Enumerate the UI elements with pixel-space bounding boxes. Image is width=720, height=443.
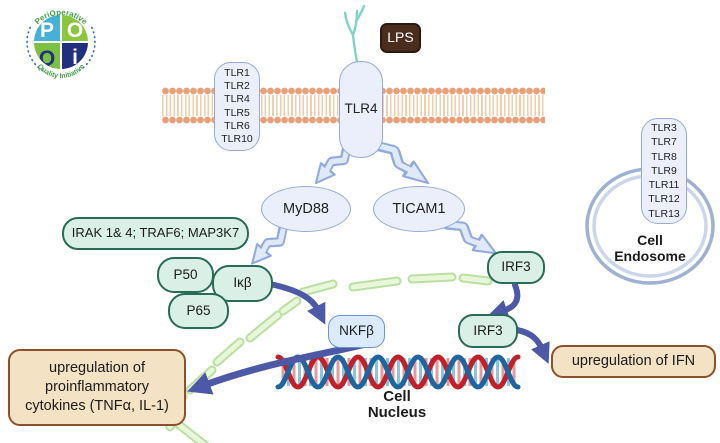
tlr4-antenna	[343, 4, 366, 64]
nkfb-factor: NKFβ	[328, 315, 385, 348]
endosome-title-line: Cell	[637, 232, 663, 248]
logo-letter-p: P	[40, 19, 54, 42]
tlr-list-item: TLR9	[651, 164, 677, 177]
endosome-tlr-list: TLR3 TLR7 TLR8 TLR9 TLR11 TLR12 TLR13	[641, 118, 687, 224]
endosome-title-line: Endosome	[614, 248, 686, 264]
tlr-list-item: TLR3	[651, 122, 677, 135]
kinase-complex-label: IRAK 1& 4; TRAF6; MAP3K7	[71, 225, 240, 241]
p50-label: P50	[173, 266, 198, 282]
cell-endosome-label: Cell Endosome	[600, 231, 700, 265]
lps-ligand: LPS	[380, 23, 421, 53]
tlr4-label: TLR4	[344, 101, 378, 117]
irf3-upper-label: IRF3	[501, 259, 531, 275]
cytokine-line: upregulation of	[49, 360, 145, 377]
tlr-list-item: TLR13	[648, 207, 680, 220]
p65-subunit: P65	[168, 293, 229, 329]
cytokine-line: cytokines (TNFα, IL-1)	[25, 397, 169, 414]
tlr-list-item: TLR2	[224, 80, 250, 93]
p50-subunit: P50	[157, 257, 214, 293]
tlr-list-item: TLR1	[224, 66, 250, 79]
irf3-lower-label: IRF3	[473, 322, 503, 338]
tlr-list-item: TLR4	[224, 93, 250, 106]
tlr-list-item: TLR11	[648, 179, 680, 192]
cell-nucleus-label: Cell Nucleus	[347, 387, 447, 423]
arrow-ikb-to-nkfb	[267, 281, 326, 325]
ticam1-label: TICAM1	[392, 200, 446, 217]
tlr-list-item: TLR6	[224, 119, 250, 132]
p65-label: P65	[186, 302, 211, 318]
dna-strand-blue	[275, 354, 521, 390]
nucleus-line: Cell	[383, 388, 411, 405]
ifn-output-box: upregulation of IFN	[551, 345, 716, 378]
tlr4-receptor: TLR4	[339, 61, 383, 158]
ikb-label: Iκβ	[233, 275, 252, 291]
arrow-irf3-translocation	[487, 282, 521, 320]
myd88-label: MyD88	[283, 200, 329, 217]
logo-letter-o: O	[67, 19, 83, 42]
ifn-label: upregulation of IFN	[571, 353, 696, 370]
nkfb-label: NKFβ	[339, 323, 374, 339]
irf3-nuclear: IRF3	[458, 314, 518, 348]
tlr-list-item: TLR7	[651, 136, 677, 149]
poqi-logo: P O Q i PeriOperative Quality Initiative	[26, 8, 96, 80]
nucleus-line: Nucleus	[367, 404, 427, 421]
tlr-list-item: TLR12	[648, 193, 680, 206]
lps-label: LPS	[387, 29, 414, 46]
kinase-complex: IRAK 1& 4; TRAF6; MAP3K7	[62, 217, 249, 250]
logo-letter-i: i	[72, 46, 78, 69]
myd88-adapter: MyD88	[261, 186, 351, 232]
irf3-cytoplasmic: IRF3	[487, 251, 545, 284]
cytokine-line: proinflammatory	[45, 379, 149, 396]
arrow-irf3-to-ifn	[514, 327, 550, 364]
surface-tlr-list: TLR1 TLR2 TLR4 TLR5 TLR6 TLR10	[214, 62, 260, 151]
tlr-list-item: TLR8	[651, 150, 677, 163]
tlr-list-item: TLR5	[224, 106, 250, 119]
ticam1-adapter: TICAM1	[373, 186, 465, 232]
cytokine-output-box: upregulation of proinflammatory cytokine…	[8, 349, 186, 426]
logo-dotted-arcs	[26, 26, 96, 73]
tlr-list-item: TLR10	[221, 132, 253, 145]
